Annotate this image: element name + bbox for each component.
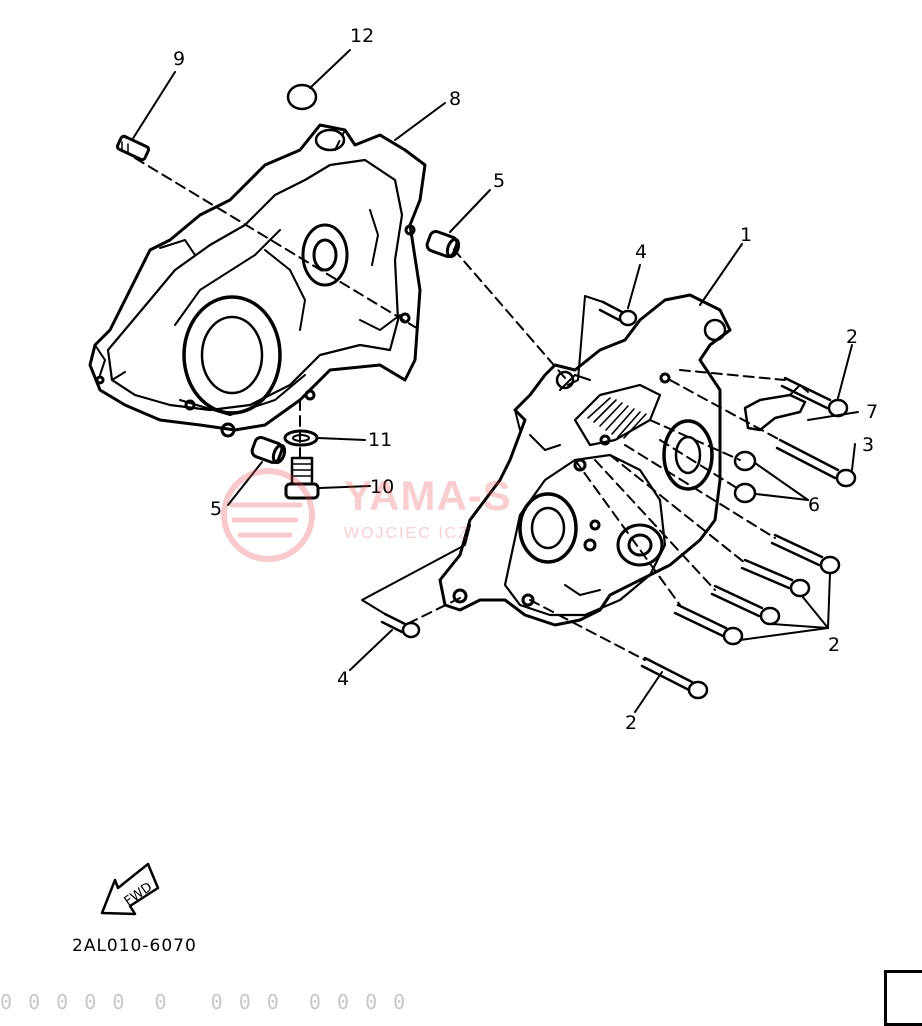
fwd-arrow-icon: FWD [100,862,160,916]
corner-frame-box [884,970,922,1026]
bolt-2-r2 [740,558,811,598]
bolt-3 [775,438,857,488]
callout-2-right: 2 [828,634,841,656]
fwd-label: FWD [122,880,155,910]
bolt-2-r3 [710,584,781,626]
bolt-2-r4 [673,603,744,646]
plug-screw-9 [115,134,151,162]
right-crankcase-half [438,293,732,627]
callout-4-bottom: 4 [337,668,350,690]
callout-5-top: 5 [493,170,506,192]
callout-10: 10 [370,476,395,498]
callout-7: 7 [866,401,879,423]
callout-3: 3 [862,434,875,456]
watermark-logo [221,468,315,562]
dowel-pin-upper [425,230,461,259]
bolt-2-bottom [640,656,709,700]
callout-12: 12 [350,25,375,47]
clamp-7 [743,384,809,432]
dowel-pin-lower [250,436,287,465]
callout-2-bottom: 2 [625,712,638,734]
callout-6: 6 [808,494,821,516]
callout-1: 1 [740,224,753,246]
callout-8: 8 [449,88,462,110]
callout-2-top: 2 [846,326,859,348]
left-crankcase-half [88,123,427,438]
callout-4-top: 4 [635,241,648,263]
plug-cap-12 [286,83,318,111]
leader-lines [131,49,859,713]
bolt-4-top [598,300,638,327]
footer-scan-noise: 0 0 0 0 0 0 0 0 0 0 0 0 0 [0,990,408,1014]
alignment-dashes [134,129,786,661]
part-code: 2AL010-6070 [72,936,197,956]
callout-9: 9 [173,48,186,70]
callout-11: 11 [368,429,393,451]
drain-bolt-10 [284,456,320,500]
callout-5-bottom: 5 [210,498,223,520]
bolt-2-r1 [770,533,841,575]
collars-6 [733,450,757,504]
bolts [380,300,857,700]
